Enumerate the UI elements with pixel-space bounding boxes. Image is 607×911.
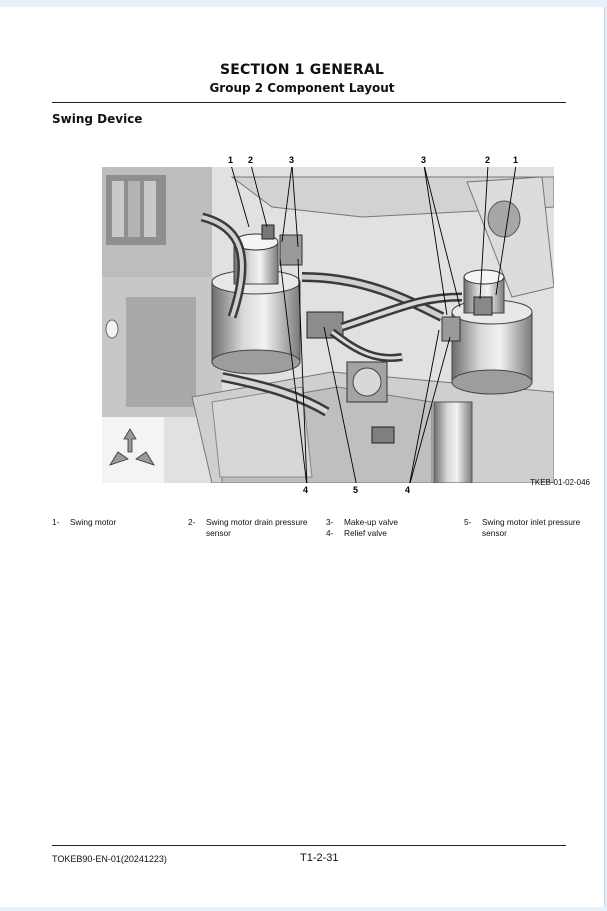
callout-4-left: 4 [303, 485, 308, 495]
document-code: TOKEB90-EN-01(20241223) [52, 854, 167, 864]
figure-legend: 1- Swing motor 2- Swing motor drain pres… [52, 517, 581, 538]
callout-1-left: 1 [228, 155, 233, 165]
footer-divider [52, 845, 566, 846]
callout-2-left: 2 [248, 155, 253, 165]
figure-code: TKEB-01-02-046 [529, 478, 590, 487]
callout-1-right: 1 [513, 155, 518, 165]
callout-3-left: 3 [289, 155, 294, 165]
group-title: Group 2 Component Layout [209, 81, 395, 95]
callout-2-right: 2 [485, 155, 490, 165]
subsection-title: Swing Device [52, 112, 143, 126]
callout-4-right: 4 [405, 485, 410, 495]
bottom-callouts: 4 5 4 [303, 485, 410, 495]
callout-5: 5 [353, 485, 358, 495]
section-title: SECTION 1 GENERAL [219, 62, 385, 78]
swing-device-illustration: 1 2 3 3 2 1 [102, 153, 554, 483]
header-divider [52, 102, 566, 103]
callout-3-right: 3 [421, 155, 426, 165]
document-page: SECTION 1 GENERAL Group 2 Component Layo… [0, 7, 605, 907]
page-number: T1-2-31 [300, 852, 339, 864]
